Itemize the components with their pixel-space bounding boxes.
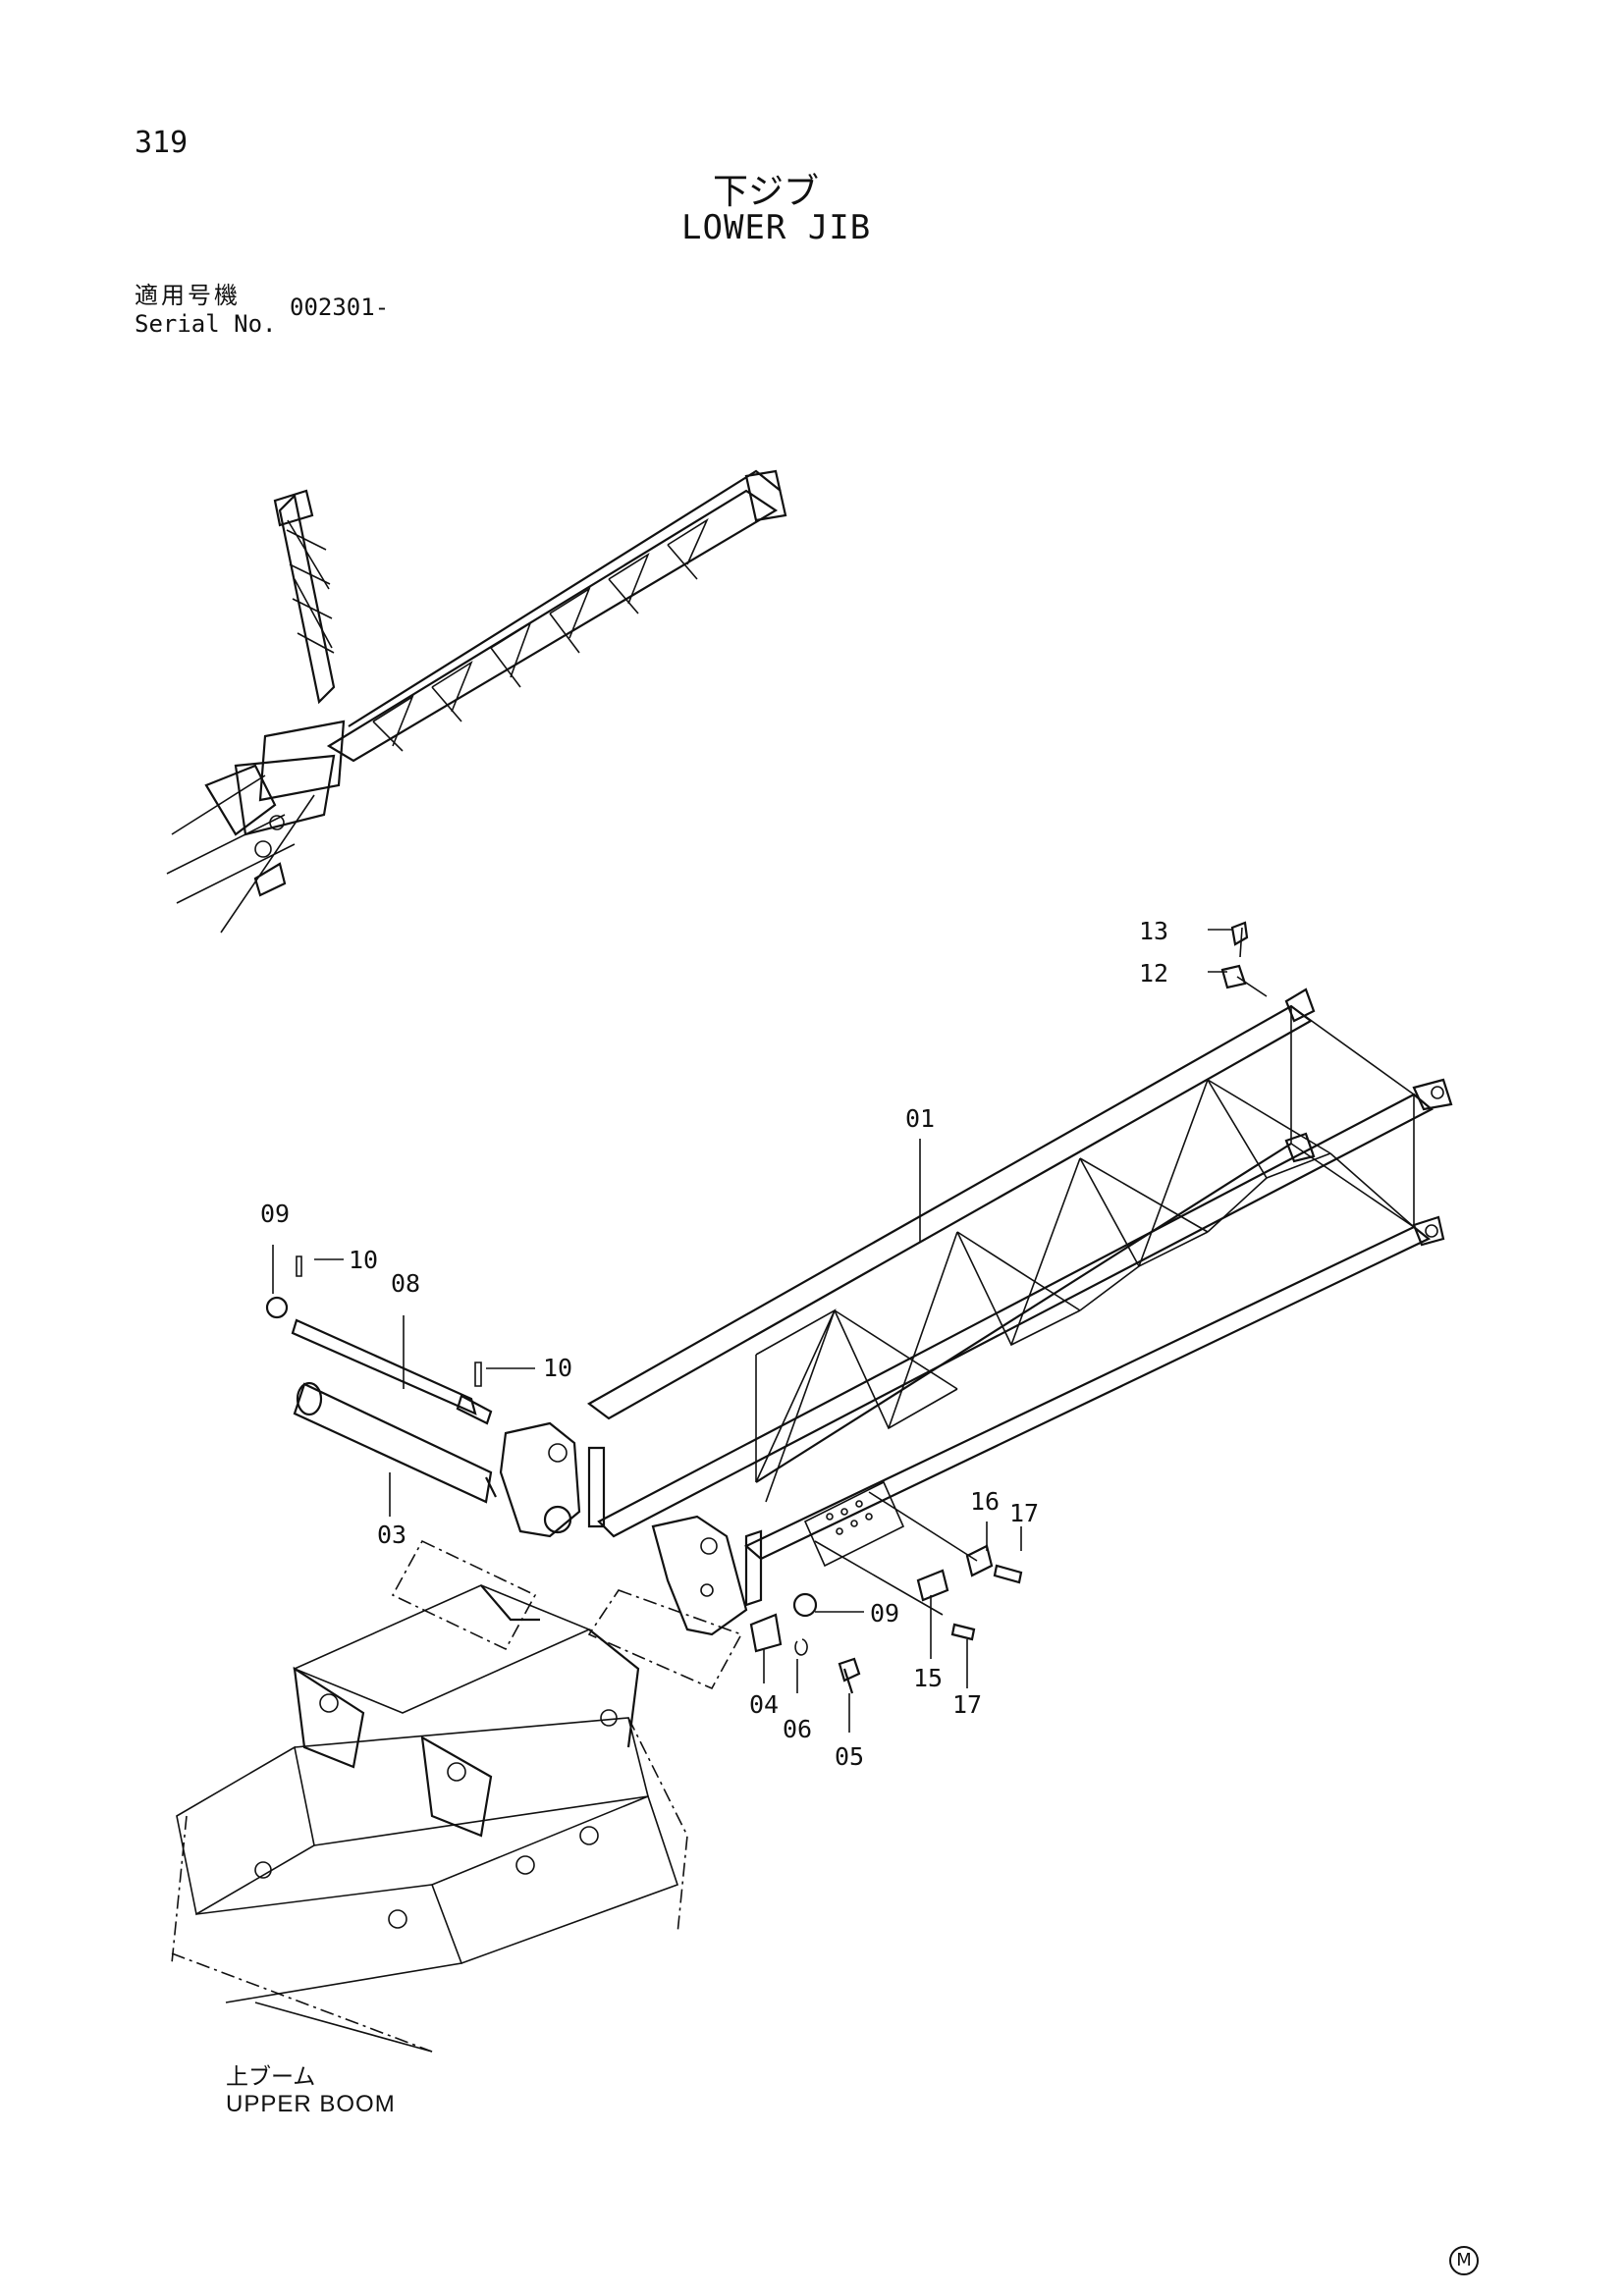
callout-17-lower: 17 <box>952 1690 982 1719</box>
page-title-jp: 下ジブ <box>713 172 820 212</box>
callout-10-lower: 10 <box>543 1354 572 1382</box>
callout-13: 13 <box>1139 917 1168 945</box>
callout-10-upper: 10 <box>349 1246 378 1274</box>
callout-numbers: 01 03 04 05 06 08 09 09 10 10 12 13 15 1… <box>260 917 1168 1771</box>
overview-illustration <box>166 469 787 934</box>
callout-09-left: 09 <box>260 1200 290 1228</box>
serial-label-jp: 適用号機 <box>135 282 241 309</box>
callout-05: 05 <box>835 1742 864 1771</box>
page-title-en: LOWER JIB <box>681 208 872 247</box>
loose-parts <box>265 921 1268 1694</box>
lower-jib-lattice <box>499 988 1453 1636</box>
callout-09-right: 09 <box>870 1599 899 1628</box>
callout-15: 15 <box>913 1664 943 1692</box>
page-number: 319 <box>135 126 189 160</box>
callout-12: 12 <box>1139 959 1168 988</box>
callout-04: 04 <box>749 1690 779 1719</box>
serial-label-en: Serial No. <box>135 310 277 338</box>
callout-01: 01 <box>905 1104 935 1133</box>
upper-boom-label-en: UPPER BOOM <box>226 2091 396 2117</box>
upper-boom-label-jp: 上ブーム <box>226 2064 316 2090</box>
callout-08: 08 <box>391 1269 420 1298</box>
leader-lines <box>272 929 1233 1733</box>
callout-03: 03 <box>377 1521 406 1549</box>
upper-boom-illustration <box>171 1539 743 2053</box>
callout-06: 06 <box>783 1715 812 1743</box>
circled-m-mark: M <box>1449 2246 1479 2275</box>
callout-17-upper: 17 <box>1009 1499 1039 1527</box>
serial-value: 002301- <box>290 294 390 321</box>
callout-16: 16 <box>970 1487 1000 1516</box>
